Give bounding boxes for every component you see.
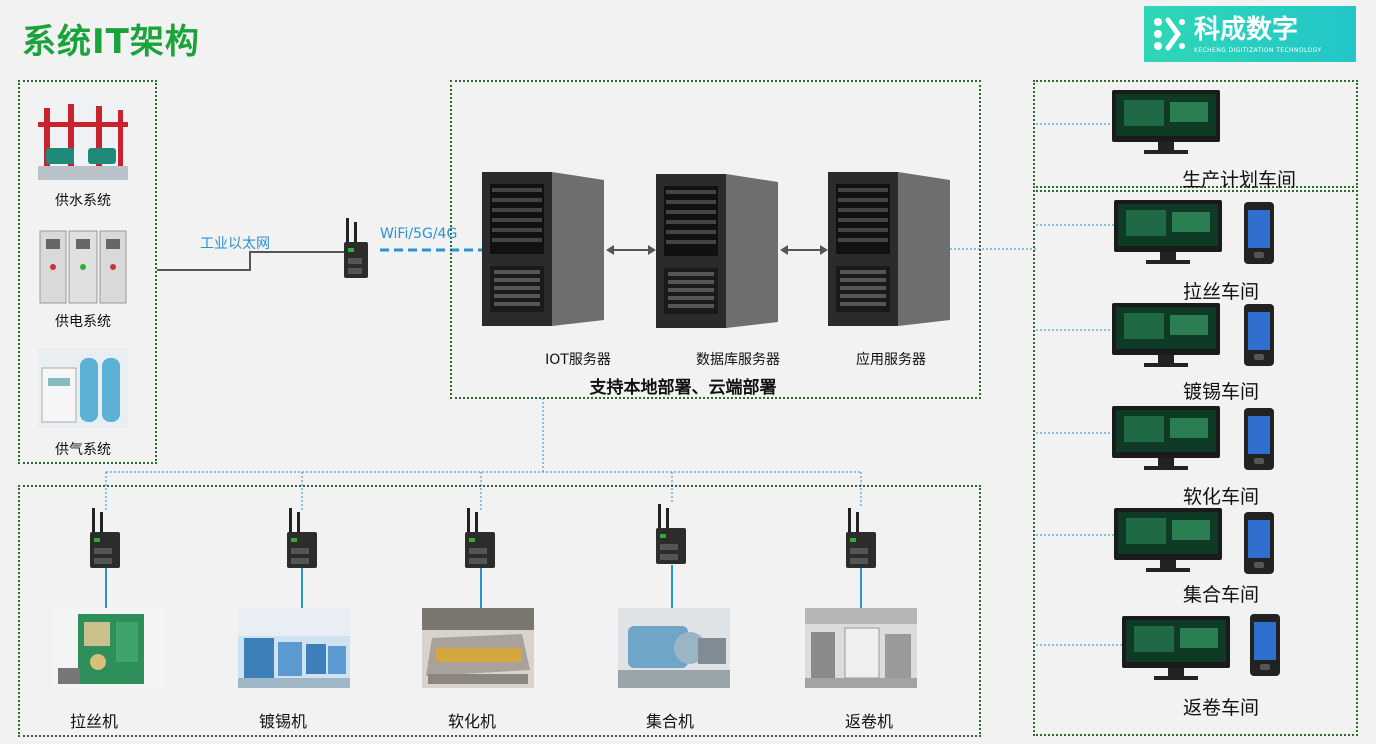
supply-systems-box	[18, 80, 157, 464]
monitor-icon	[1122, 616, 1230, 682]
bunching-machine-photo	[618, 608, 730, 688]
power-supply-photo	[38, 227, 128, 307]
wire-drawing-machine-photo	[54, 608, 166, 688]
page-title: 系统IT架构	[22, 22, 200, 62]
deployment-caption: 支持本地部署、云端部署	[589, 378, 777, 398]
handheld-phone-icon	[1240, 202, 1280, 264]
machine-label-annealing: 软化机	[447, 712, 496, 731]
tinning-machine-photo	[238, 608, 350, 688]
workshop-label-tinning: 镀锡车间	[1182, 381, 1259, 403]
water-supply-photo	[38, 100, 128, 180]
iot-server-icon	[480, 170, 606, 328]
application-server-icon	[826, 170, 952, 328]
machine-gateway-icon	[461, 508, 501, 570]
machine-gateway-icon	[283, 508, 323, 570]
production-workshops-box	[1033, 190, 1358, 736]
company-logo: 科成数字 KECHENG DIGITIZATION TECHNOLOGY	[1144, 6, 1356, 62]
machine-label-tinning: 镀锡机	[258, 712, 307, 731]
server-label-database: 数据库服务器	[696, 352, 780, 368]
monitor-icon	[1112, 303, 1220, 369]
workshop-label-rewinding: 返卷车间	[1182, 697, 1259, 719]
logo-subtitle: KECHENG DIGITIZATION TECHNOLOGY	[1194, 46, 1322, 54]
server-label-iot: IOT服务器	[545, 352, 611, 368]
planning-workshop-box	[1033, 80, 1358, 188]
machine-label-rewinding: 返卷机	[844, 712, 893, 731]
monitor-icon	[1114, 200, 1222, 266]
server-label-application: 应用服务器	[856, 352, 926, 368]
machines-box	[18, 485, 981, 737]
monitor-icon	[1112, 90, 1220, 156]
gateway-router-icon	[340, 218, 380, 280]
monitor-icon	[1114, 508, 1222, 574]
handheld-phone-icon	[1246, 614, 1286, 676]
workshop-label-bunching: 集合车间	[1182, 584, 1259, 606]
monitor-icon	[1112, 406, 1220, 472]
handheld-phone-icon	[1240, 408, 1280, 470]
workshop-label-annealing: 软化车间	[1182, 486, 1259, 508]
supply-label-power: 供电系统	[55, 314, 111, 330]
handheld-phone-icon	[1240, 512, 1280, 574]
machine-gateway-icon	[652, 504, 692, 566]
handheld-phone-icon	[1240, 304, 1280, 366]
rewinding-machine-photo	[805, 608, 917, 688]
annealing-machine-photo	[422, 608, 534, 688]
wireless-label: WiFi/5G/4G	[380, 226, 458, 242]
workshop-label-planning: 生产计划车间	[1181, 169, 1296, 191]
supply-label-gas: 供气系统	[55, 442, 111, 458]
machine-label-drawing: 拉丝机	[69, 712, 118, 731]
workshop-label-drawing: 拉丝车间	[1182, 281, 1259, 303]
database-server-icon	[654, 172, 780, 330]
machine-gateway-icon	[86, 508, 126, 570]
servers-box	[450, 80, 981, 399]
logo-name: 科成数字	[1194, 14, 1299, 45]
ethernet-label: 工业以太网	[200, 236, 270, 252]
supply-label-water: 供水系统	[55, 193, 111, 209]
gas-supply-photo	[38, 348, 128, 428]
logo-k-icon	[1144, 6, 1194, 62]
machine-label-bunching: 集合机	[645, 712, 694, 731]
machine-gateway-icon	[842, 508, 882, 570]
